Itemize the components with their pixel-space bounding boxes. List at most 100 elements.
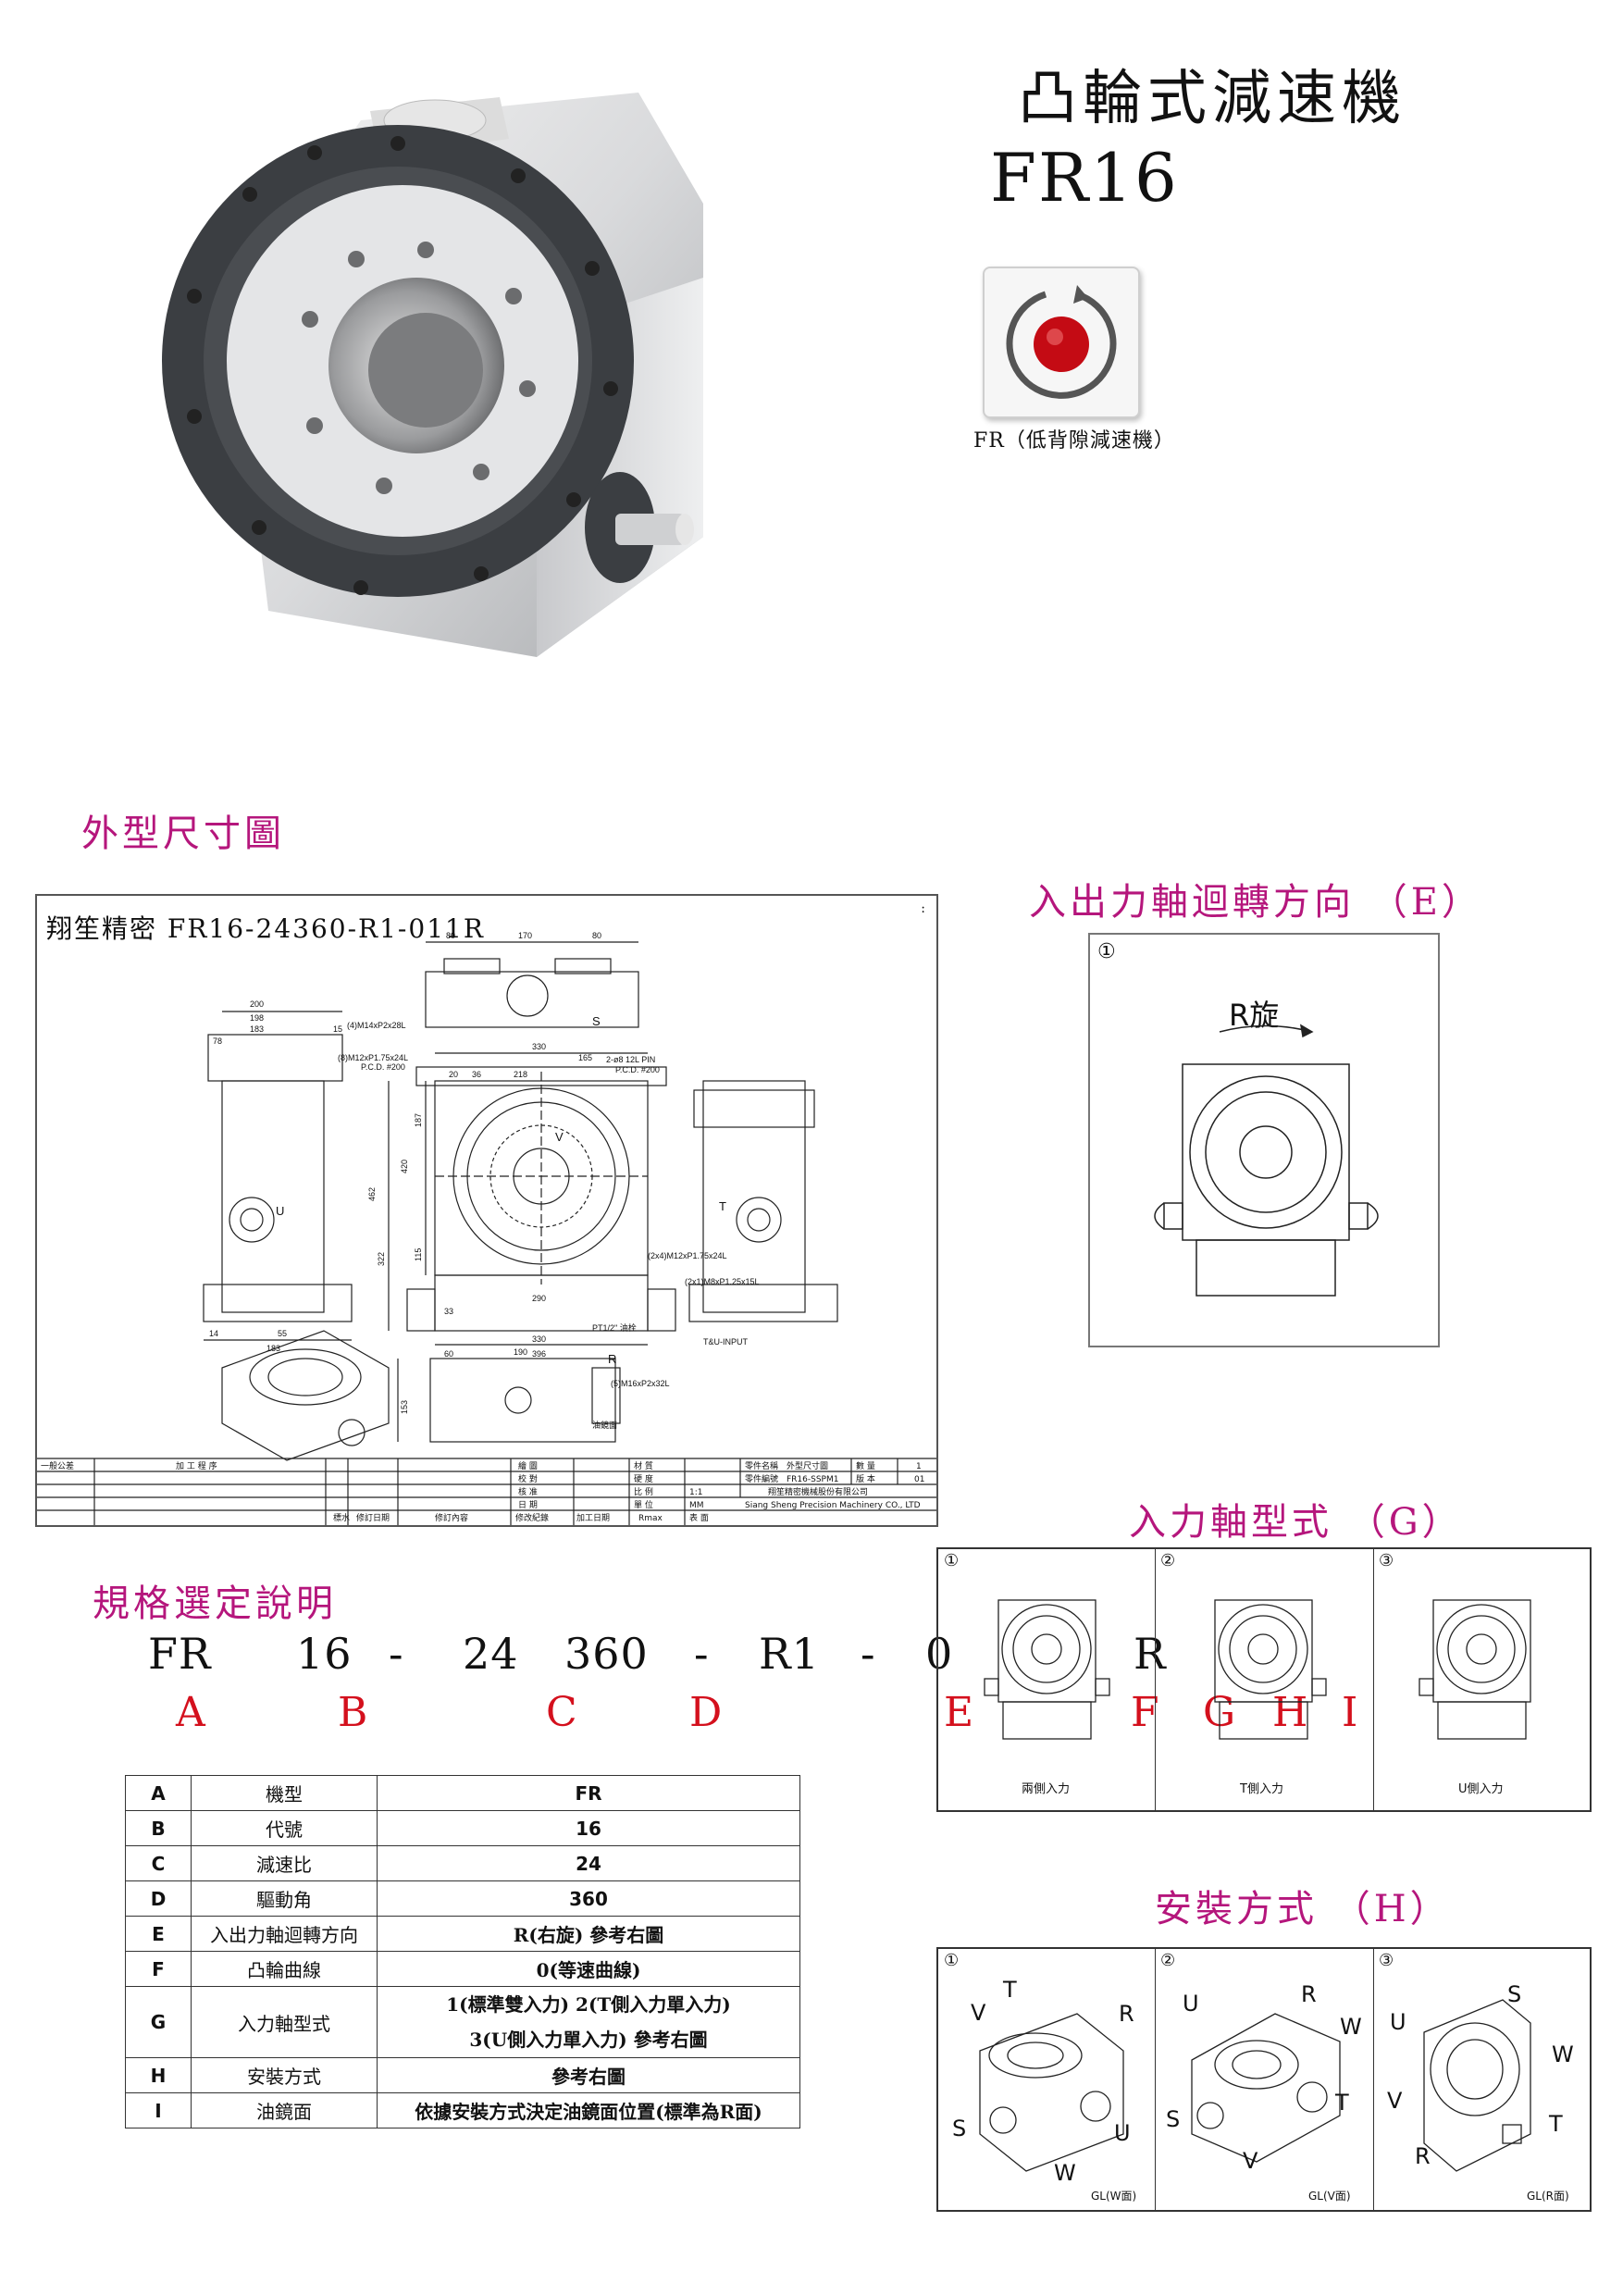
rotation-direction-panel: ① R旋 (1088, 933, 1440, 1347)
tb-date: 日 期 (518, 1500, 538, 1510)
mounting-3: ③ S U W V T R GL(R面) (1379, 1951, 1574, 2203)
tb-qty-label: 數 量 (856, 1460, 875, 1471)
spec-part-e: R1 (759, 1629, 820, 1679)
callout-m12b: (2x4)M12xP1.75x24L (648, 1251, 727, 1260)
callout-m12: (8)M12xP1.75x24L (338, 1053, 408, 1062)
spec-dash-1: - (389, 1629, 404, 1679)
dim-15: 15 (333, 1024, 342, 1034)
mounting-3-face: GL(R面) (1527, 2190, 1569, 2203)
dim-36: 36 (472, 1070, 481, 1079)
tb-proc-date: 加工日期 (576, 1513, 610, 1523)
section-mounting: 安裝方式 （H） (1155, 1888, 1451, 1930)
drawing-title: 翔笙精密 FR16-24360-R1-011R (46, 913, 485, 944)
spec-part-c: 24 (463, 1629, 519, 1679)
tb-rev-record: 修改紀錄 (515, 1512, 549, 1523)
table-row: G 入力軸型式 1(標準雙入力) 2(T側入力單入力) 3(U側入力單入力) 參… (125, 1986, 800, 2058)
dimension-drawing: 80 170 80 200 198 183 78 15 330 165 218 … (37, 931, 936, 1525)
tb-part-no-label: 零件編號 (745, 1473, 778, 1484)
letter-e: E (944, 1689, 974, 1736)
spec-dash-2: - (694, 1629, 710, 1679)
tb-rev-content: 修訂內容 (435, 1512, 468, 1523)
tb-surface: 表 面 (689, 1512, 709, 1523)
mounting-panels: ① T R V S U W GL(W面) ② U R W S T V GL(V面… (936, 1947, 1592, 2212)
tb-rmax: Rmax (638, 1514, 663, 1523)
dim-80: 80 (446, 931, 455, 940)
input-type-1: ① 兩側入力 (938, 1549, 1156, 1810)
view-label-u: U (276, 1204, 284, 1218)
icon-caption: FR（低背隙減速機） (973, 429, 1175, 453)
callout-pt: PT1/2" 油栓 (592, 1322, 637, 1333)
dim-218: 218 (514, 1070, 527, 1079)
tb-drawn: 繪 圖 (518, 1460, 538, 1471)
product-photo (162, 93, 703, 657)
dim-80b: 80 (592, 931, 601, 940)
spec-part-f: 0 (925, 1629, 954, 1679)
dim-14: 14 (209, 1329, 218, 1338)
letter-d: D (689, 1689, 723, 1736)
tb-rev-mark: 標水 (333, 1512, 350, 1523)
tb-part-name-label: 零件名稱 (745, 1460, 778, 1471)
tb-hardness: 硬 度 (634, 1473, 653, 1484)
rotation-indicator-icon (983, 267, 1140, 418)
rotation-panel-number: ① (1097, 940, 1116, 963)
spec-part-a: FR (148, 1629, 212, 1679)
letter-b: B (338, 1689, 368, 1736)
tb-verified: 核 准 (518, 1486, 538, 1497)
input-type-1-label: 兩側入力 (1022, 1782, 1071, 1796)
product-title-cn: 凸輪式減速機 (1018, 65, 1406, 133)
tb-part-name: 外型尺寸圖 (787, 1460, 828, 1471)
section-dimension-drawing: 外型尺寸圖 (81, 813, 285, 855)
dim-396: 396 (532, 1349, 546, 1359)
mounting-2-face: GL(V面) (1308, 2190, 1351, 2203)
view-label-t: T (719, 1199, 726, 1213)
letter-i: I (1342, 1689, 1358, 1736)
view-label-r: R (608, 1352, 616, 1366)
dim-198: 198 (250, 1013, 264, 1023)
input-type-2: ② T側入力 (1155, 1549, 1374, 1810)
dim-55: 55 (278, 1329, 287, 1338)
callout-pcd200: P.C.D. #200 (361, 1062, 405, 1072)
dim-170: 170 (518, 931, 532, 940)
dim-187: 187 (414, 1113, 423, 1127)
tb-process: 加 工 程 序 (176, 1460, 217, 1471)
dim-115: 115 (414, 1248, 423, 1261)
section-spec-selection: 規格選定說明 (93, 1582, 337, 1625)
rotation-diagram (1154, 1024, 1379, 1297)
callout-m8: (2x1)M8xP1.25x15L (685, 1277, 760, 1286)
tb-company-en: Siang Sheng Precision Machinery CO., LTD (745, 1501, 921, 1510)
dim-200: 200 (250, 999, 264, 1009)
dim-330: 330 (532, 1042, 546, 1051)
input-type-panels: ① 兩側入力 ② T側入力 ③ U側入力 (936, 1547, 1592, 1812)
letter-a: A (176, 1689, 205, 1736)
dim-330b: 330 (532, 1334, 546, 1344)
mounting-2: ② U R W S T V GL(V面) (1155, 1949, 1374, 2210)
tb-version: 01 (914, 1475, 924, 1484)
spec-part-i: R (1134, 1629, 1167, 1679)
dim-20: 20 (449, 1070, 458, 1079)
dim-78: 78 (213, 1036, 222, 1046)
spec-g-line2: 3(U側入力單入力) 參考右圖 (469, 2029, 708, 2051)
tb-scale: 1:1 (689, 1488, 702, 1497)
dim-183b: 183 (266, 1344, 280, 1353)
tb-rev-date: 修訂日期 (356, 1512, 390, 1523)
spec-code-line: FR 16 - 24 360 - R1 - 0 R (148, 1629, 1258, 1684)
dim-33: 33 (444, 1307, 453, 1316)
dim-462: 462 (367, 1187, 377, 1201)
spec-part-b: 16 (296, 1629, 353, 1679)
input-type-3-label: U側入力 (1458, 1782, 1504, 1796)
tb-unit-label: 單 位 (634, 1499, 653, 1510)
view-label-v: V (555, 1130, 564, 1144)
dimension-drawing-frame: 翔笙精密 FR16-24360-R1-011R : (35, 894, 938, 1527)
dim-420: 420 (400, 1160, 409, 1173)
spec-g-line1: 1(標準雙入力) 2(T側入力單入力) (446, 1993, 731, 2016)
letter-h: H (1272, 1689, 1308, 1736)
section-rotation-direction: 入出力軸迴轉方向 （E） (1029, 881, 1482, 924)
